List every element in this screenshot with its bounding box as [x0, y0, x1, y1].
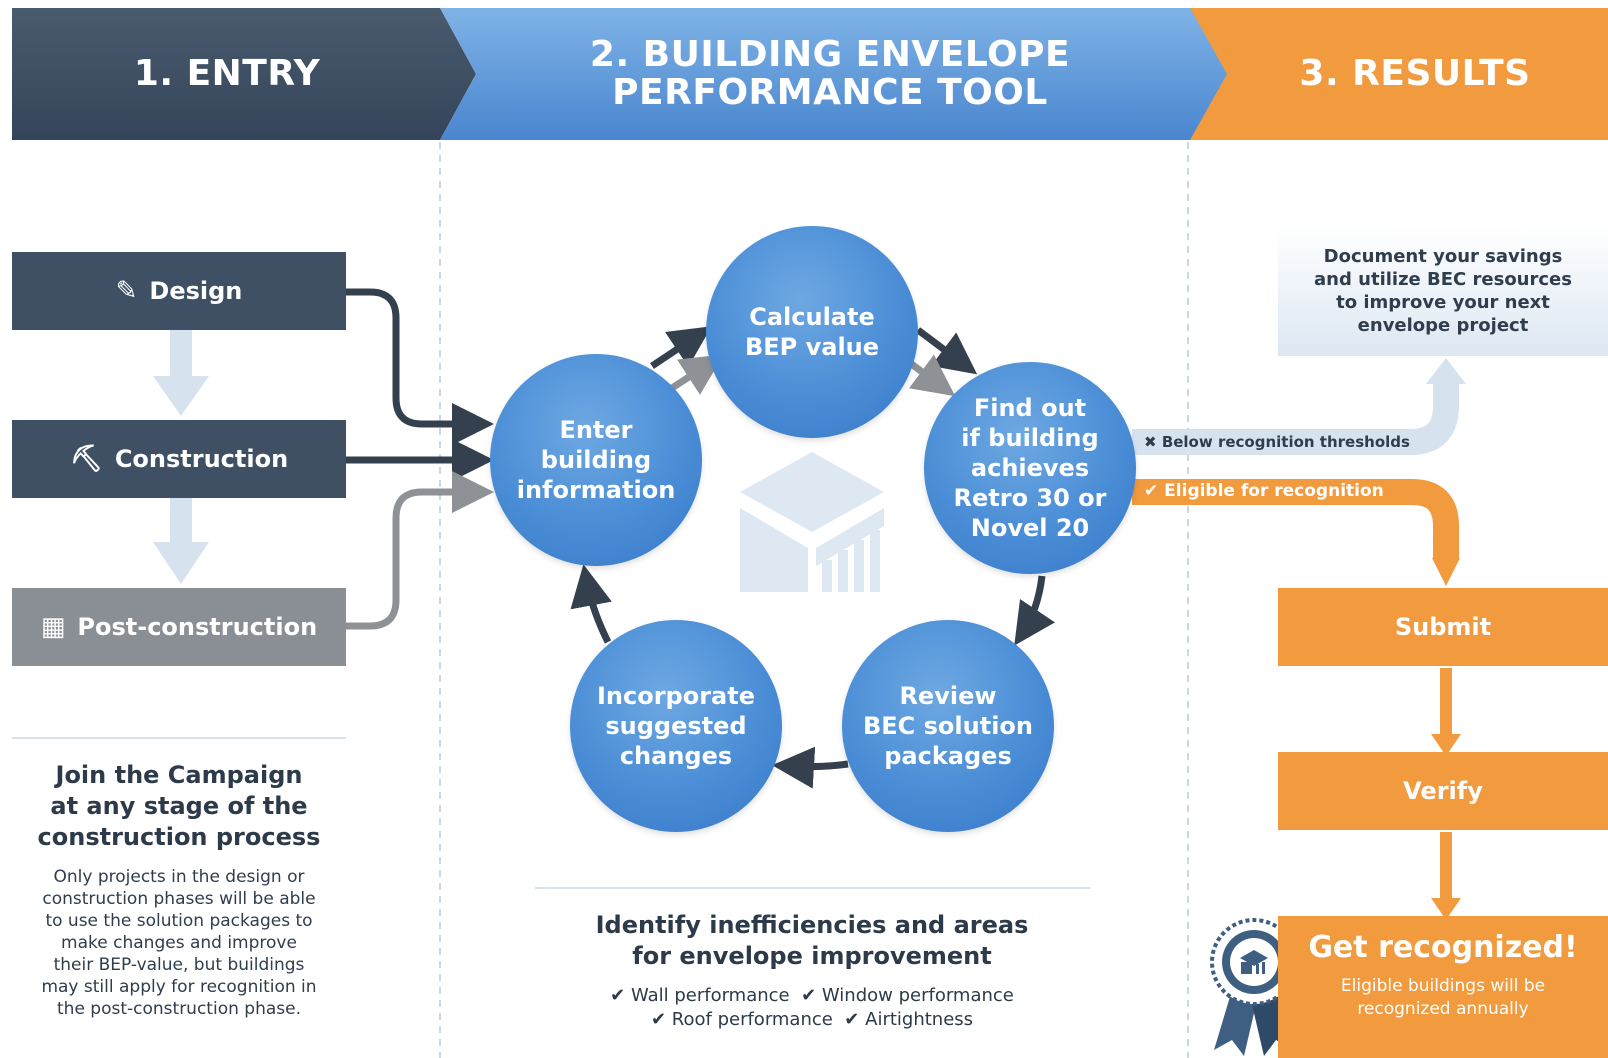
- pencil-icon: ✎: [115, 276, 138, 306]
- check-icon: ✔: [844, 1009, 860, 1030]
- check-icon: ✔: [1144, 481, 1159, 501]
- check-icon: ✔: [610, 985, 626, 1006]
- cycle-arrow-review-to-incorporate: [772, 746, 849, 789]
- step-incorporate-line: suggested: [605, 712, 747, 740]
- below-threshold-label: ✖ Below recognition thresholds: [1144, 433, 1410, 451]
- header-tool-bg: [440, 8, 1227, 140]
- stage-design[interactable]: ✎ Design: [12, 252, 346, 330]
- join-body-line: the post-construction phase.: [57, 999, 301, 1019]
- cycle-arrow-incorporate-to-enter: [570, 564, 612, 644]
- document-line: and utilize BEC resources: [1314, 269, 1572, 290]
- join-body-line: may still apply for recognition in: [41, 977, 317, 997]
- check-wall: Wall performance: [630, 985, 790, 1006]
- eligible-label: ✔ Eligible for recognition: [1144, 481, 1384, 501]
- submit-label: Submit: [1394, 613, 1492, 641]
- header-tool-line2: PERFORMANCE TOOL: [612, 72, 1048, 113]
- identify-checks: ✔ Wall performance ✔ Window performance …: [530, 984, 1094, 1032]
- step-incorporate-changes[interactable]: Incorporate suggested changes: [570, 620, 782, 832]
- verify-step[interactable]: Verify: [1278, 752, 1608, 830]
- step-enter-line: information: [516, 476, 676, 504]
- header-results-bg: [1185, 8, 1608, 140]
- step-review-line: BEC solution: [862, 712, 1033, 740]
- join-title-line1: Join the Campaign: [55, 761, 303, 789]
- join-body-line: their BEP-value, but buildings: [53, 955, 305, 975]
- step-enter-line: Enter: [559, 416, 633, 444]
- identify-title-line2: for envelope improvement: [632, 942, 992, 970]
- header-results-label: 3. RESULTS: [1299, 53, 1531, 94]
- step-review-line: Review: [899, 682, 997, 710]
- stage-post-construction-label: Post-construction: [77, 613, 318, 641]
- below-threshold-arrow: [1132, 378, 1459, 455]
- join-body-line: Only projects in the design or: [53, 867, 305, 887]
- connector-design: [346, 288, 494, 445]
- cycle-arrow-find-to-review: [1014, 575, 1056, 646]
- step-findout-line: Novel 20: [970, 514, 1090, 542]
- check-window: Window performance: [821, 985, 1014, 1006]
- crane-icon: ⛏: [69, 444, 103, 474]
- step-findout-line: achieves: [970, 454, 1090, 482]
- header-tool-line1: 2. BUILDING ENVELOPE: [589, 34, 1071, 75]
- submit-step[interactable]: Submit: [1278, 588, 1608, 666]
- eligible-text: Eligible for recognition: [1164, 481, 1384, 501]
- stage-design-label: Design: [149, 277, 243, 305]
- eligible-arrow: [1132, 479, 1459, 560]
- building-icon: ▦: [40, 612, 66, 642]
- step-calculate-bep[interactable]: Calculate BEP value: [706, 226, 918, 438]
- recognized-box[interactable]: Get recognized! Eligible buildings will …: [1278, 916, 1608, 1058]
- cycle-arrow-calc-to-find-dark: [915, 327, 978, 375]
- join-body-line: make changes and improve: [61, 933, 297, 953]
- stage-post-construction[interactable]: ▦ Post-construction: [12, 588, 346, 666]
- join-title-line3: construction process: [37, 823, 321, 851]
- check-airtightness: Airtightness: [865, 1009, 974, 1030]
- document-line: Document your savings: [1323, 246, 1563, 267]
- header-results: 3. RESULTS: [1222, 8, 1608, 140]
- step-findout-line: if building: [961, 424, 1099, 452]
- step-enter-line: building: [540, 446, 652, 474]
- header-entry-bg: [12, 8, 476, 140]
- connector-post: [346, 471, 494, 630]
- document-savings-box: Document your savings and utilize BEC re…: [1278, 226, 1608, 356]
- entry-flow-arrows: [153, 330, 209, 584]
- award-ribbon-icon: [1210, 918, 1298, 1056]
- step-calculate-line: BEP value: [744, 333, 880, 361]
- verify-label: Verify: [1403, 777, 1483, 805]
- join-body-line: to use the solution packages to: [45, 911, 313, 931]
- header-entry-label: 1. ENTRY: [133, 53, 321, 94]
- recognized-sub-line: recognized annually: [1357, 999, 1529, 1019]
- stage-construction-label: Construction: [114, 445, 289, 473]
- step-incorporate-line: Incorporate: [596, 682, 755, 710]
- document-line: envelope project: [1357, 315, 1529, 336]
- identify-title: Identify inefficiencies and areas for en…: [530, 910, 1094, 972]
- step-incorporate-line: changes: [619, 742, 733, 770]
- check-icon: ✔: [650, 1009, 667, 1030]
- join-body: Only projects in the design or construct…: [6, 866, 352, 1020]
- step-review-packages[interactable]: Review BEC solution packages: [842, 620, 1054, 832]
- step-find-out[interactable]: Find out if building achieves Retro 30 o…: [924, 362, 1136, 574]
- cycle-arrow-enter-to-calc-dark: [650, 326, 712, 369]
- bec-logo-watermark: [740, 452, 884, 592]
- step-enter-info[interactable]: Enter building information: [490, 354, 702, 566]
- join-title: Join the Campaign at any stage of the co…: [12, 760, 346, 853]
- document-line: to improve your next: [1336, 292, 1550, 313]
- step-findout-line: Find out: [973, 394, 1087, 422]
- x-icon: ✖: [1144, 433, 1157, 451]
- identify-title-line1: Identify inefficiencies and areas: [595, 911, 1029, 939]
- check-roof: Roof performance: [671, 1009, 833, 1030]
- join-title-line2: at any stage of the: [50, 792, 308, 820]
- check-icon: ✔: [801, 985, 817, 1006]
- cycle-arrow-enter-to-calc-gray: [670, 354, 724, 395]
- recognized-title: Get recognized!: [1308, 930, 1578, 965]
- header-entry: 1. ENTRY: [12, 8, 442, 140]
- join-body-line: construction phases will be able: [42, 889, 316, 909]
- header-tool: 2. BUILDING ENVELOPE PERFORMANCE TOOL: [470, 8, 1190, 140]
- recognized-sub-line: Eligible buildings will be: [1340, 976, 1546, 996]
- step-calculate-line: Calculate: [749, 303, 875, 331]
- step-findout-line: Retro 30 or: [953, 484, 1107, 512]
- below-threshold-text: Below recognition thresholds: [1161, 433, 1410, 451]
- step-review-line: packages: [884, 742, 1012, 770]
- stage-construction[interactable]: ⛏ Construction: [12, 420, 346, 498]
